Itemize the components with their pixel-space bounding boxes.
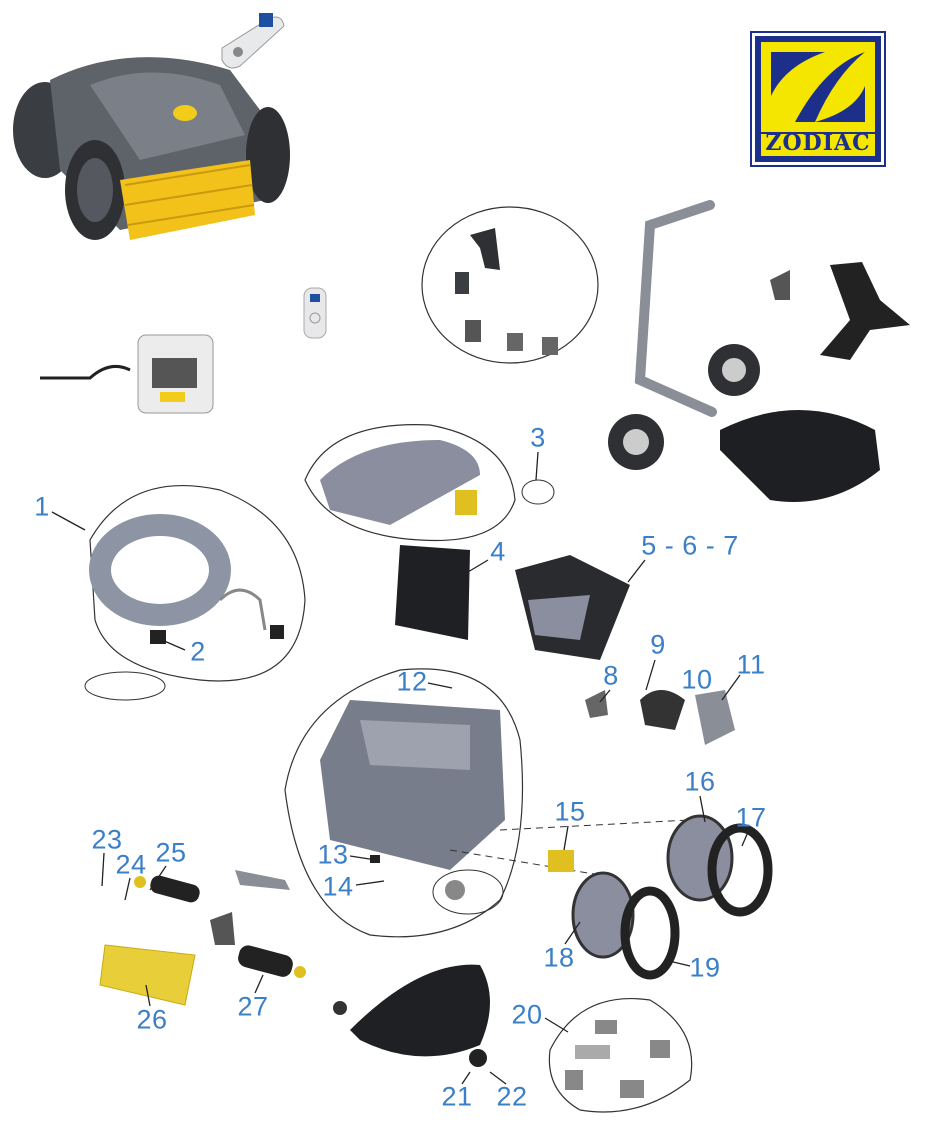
part-label-17: 17 — [735, 802, 767, 833]
part-label-27: 27 — [237, 991, 269, 1022]
zodiac-z-mark — [761, 42, 875, 156]
leader-lines — [51, 451, 749, 1085]
filter-parts — [395, 545, 630, 660]
remote-control-image — [221, 13, 285, 69]
part-label-5-6-7: 5 - 6 - 7 — [641, 530, 739, 561]
small-remote-image — [303, 287, 327, 339]
part-label-8: 8 — [603, 660, 619, 691]
part-label-19: 19 — [689, 952, 721, 983]
wheels-and-tracks — [548, 814, 773, 980]
part-label-18: 18 — [543, 942, 575, 973]
part-label-22: 22 — [496, 1081, 528, 1112]
part-label-3: 3 — [530, 422, 546, 453]
floating-cable-group — [84, 484, 306, 701]
power-supply-image — [40, 334, 214, 414]
robot-cleaner-image — [13, 57, 290, 240]
part-label-21: 21 — [441, 1081, 473, 1112]
small-parts — [585, 690, 735, 745]
chassis-group — [284, 668, 691, 938]
part-label-10: 10 — [681, 664, 713, 695]
part-label-4: 4 — [490, 536, 506, 567]
part-label-1: 1 — [34, 491, 50, 522]
part-label-25: 25 — [155, 837, 187, 868]
part-label-24: 24 — [115, 849, 147, 880]
part-label-12: 12 — [396, 666, 428, 697]
part-label-26: 26 — [136, 1004, 168, 1035]
caddy-cart-image — [608, 200, 910, 502]
part-label-23: 23 — [91, 824, 123, 855]
part-label-14: 14 — [322, 871, 354, 902]
part-label-11: 11 — [736, 649, 766, 680]
caddy-clips-group — [421, 206, 599, 364]
part-label-2: 2 — [190, 636, 206, 667]
clips-group — [548, 998, 693, 1113]
part-label-15: 15 — [554, 796, 586, 827]
part-label-13: 13 — [317, 839, 349, 870]
brush-assembly — [99, 870, 490, 1067]
zodiac-logo: ZODIAC — [750, 31, 886, 167]
part-label-20: 20 — [511, 999, 543, 1030]
logo-wordmark: ZODIAC — [765, 130, 871, 156]
part-label-9: 9 — [650, 629, 666, 660]
top-cover-group — [304, 424, 555, 542]
part-label-16: 16 — [684, 766, 716, 797]
